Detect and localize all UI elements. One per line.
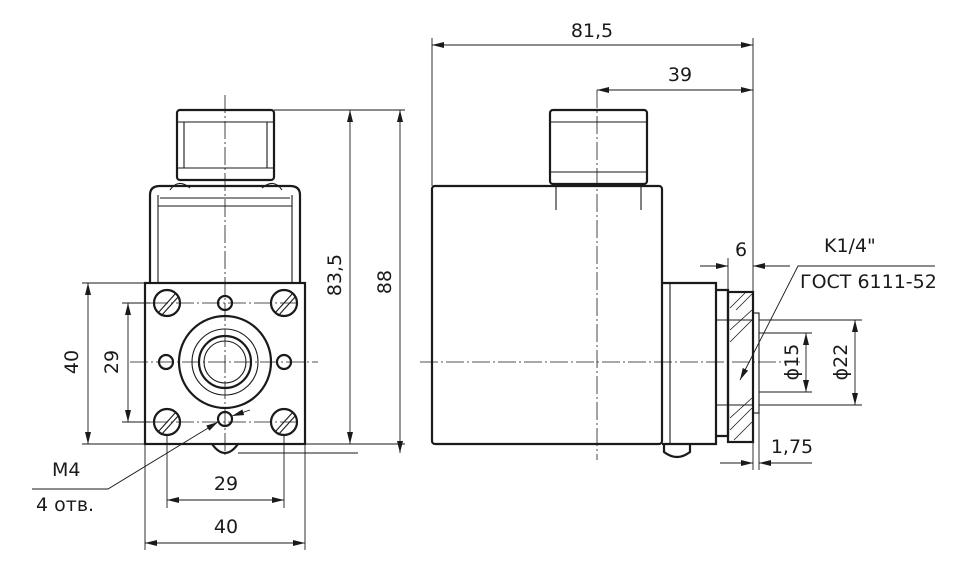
dim-29-horizontal: 29 (214, 473, 238, 495)
dim-88: 88 (374, 270, 396, 294)
dim-1-75: 1,75 (771, 436, 813, 458)
dim-83-5: 83,5 (324, 254, 346, 296)
dim-29-vertical: 29 (101, 350, 123, 374)
coil-body (430, 184, 664, 446)
dim-39: 39 (668, 64, 692, 86)
dim-6: 6 (735, 239, 747, 261)
hole-size-note: M4 (52, 459, 80, 481)
dim-40-vertical: 40 (61, 350, 83, 374)
front-nut (169, 108, 283, 191)
hole-count-note: 4 отв. (36, 494, 94, 516)
dim-phi22: ϕ22 (830, 344, 852, 381)
connector-housing (662, 281, 760, 459)
standard-note: ГОСТ 6111-52 (800, 271, 937, 293)
dim-40-horizontal: 40 (214, 516, 238, 538)
side-view (420, 90, 800, 460)
dim-phi15: ϕ15 (781, 344, 803, 381)
side-nut (548, 108, 649, 210)
front-view (130, 95, 318, 455)
front-dimensions: 83,5 88 40 29 29 40 M4 4 отв. (32, 109, 405, 550)
dim-81-5: 81,5 (571, 20, 613, 42)
side-dimensions: 81,5 39 6 K1/4" ГОСТ 6111-52 ϕ15 ϕ22 1,7… (431, 20, 937, 470)
thread-note: K1/4" (824, 235, 876, 257)
